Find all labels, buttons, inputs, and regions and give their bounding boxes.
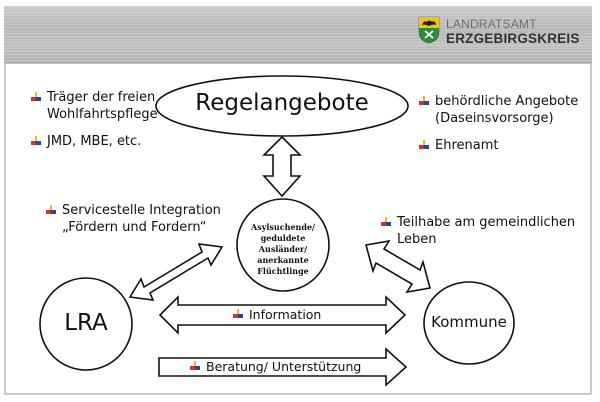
- diagonal-arrow-right: [364, 239, 432, 294]
- center-circle: [236, 198, 330, 292]
- center-label-line: anerkannte: [257, 255, 309, 265]
- information-double-arrow: [158, 295, 407, 335]
- arrow-bullet-icon: [46, 205, 56, 214]
- lra-label: LRA: [64, 310, 108, 336]
- bullet-line: Ehrenamt: [435, 138, 499, 153]
- bullet-line: behördliche Angebote: [435, 94, 579, 109]
- bullet-line: Wohlfahrtspflege: [47, 107, 158, 122]
- bullet-line: Teilhabe am gemeindlichen: [397, 215, 576, 230]
- bullet-teilhabe: Teilhabe am gemeindlichen Leben: [381, 214, 576, 248]
- bullet-line: (Daseinsvorsorge): [435, 111, 554, 126]
- arrow-bullet-icon: [381, 217, 391, 226]
- arrow-bullet-icon: [31, 92, 41, 101]
- regelangebote-label: Regelangebote: [195, 90, 369, 116]
- diagonal-arrow-left: [128, 243, 224, 301]
- bullet-ehrenamt: Ehrenamt: [419, 137, 499, 154]
- bullet-jmd: JMD, MBE, etc.: [31, 133, 142, 150]
- kommune-label: Kommune: [431, 313, 507, 331]
- bullet-line: Träger der freien: [47, 90, 156, 105]
- bullet-behoerdlich: behördliche Angebote (Daseinsvorsorge): [419, 93, 579, 127]
- lra-circle: [39, 277, 133, 371]
- arrow-bullet-icon: [31, 136, 41, 145]
- bullet-traeger: Träger der freien Wohlfahrtspflege: [31, 89, 158, 123]
- beratung-text: Beratung/ Unterstützung: [206, 359, 362, 374]
- bullet-line: JMD, MBE, etc.: [47, 134, 142, 149]
- center-label-line: geduldete Ausländer/: [258, 233, 308, 254]
- bullet-line: Leben: [397, 232, 437, 247]
- center-label: Asylsuchende/ geduldete Ausländer/ anerk…: [238, 222, 328, 277]
- arrow-bullet-icon: [233, 309, 243, 318]
- coat-of-arms-icon: [418, 16, 440, 44]
- bullet-servicestelle: Servicestelle Integration „Fördern und F…: [46, 202, 221, 236]
- arrow-bullet-icon: [190, 361, 200, 370]
- org-logo-text: LANDRATSAMT ERZGEBIRGSKREIS: [446, 18, 580, 46]
- center-label-line: Asylsuchende/: [251, 222, 315, 232]
- vertical-double-arrow: [262, 135, 302, 198]
- information-text: Information: [249, 307, 322, 322]
- beratung-label: Beratung/ Unterstützung: [190, 358, 362, 375]
- center-label-line: Flüchtlinge: [257, 266, 309, 276]
- beratung-arrow: [158, 347, 408, 387]
- arrow-bullet-icon: [419, 140, 429, 149]
- information-label: Information: [233, 306, 322, 323]
- org-name-line2: ERZGEBIRGSKREIS: [446, 31, 580, 46]
- bullet-line: „Fördern und Fordern“: [62, 220, 207, 235]
- slide-header: [4, 6, 592, 64]
- arrow-bullet-icon: [419, 96, 429, 105]
- kommune-circle: [423, 281, 515, 365]
- org-name-line1: LANDRATSAMT: [446, 17, 537, 31]
- bullet-line: Servicestelle Integration: [62, 203, 221, 218]
